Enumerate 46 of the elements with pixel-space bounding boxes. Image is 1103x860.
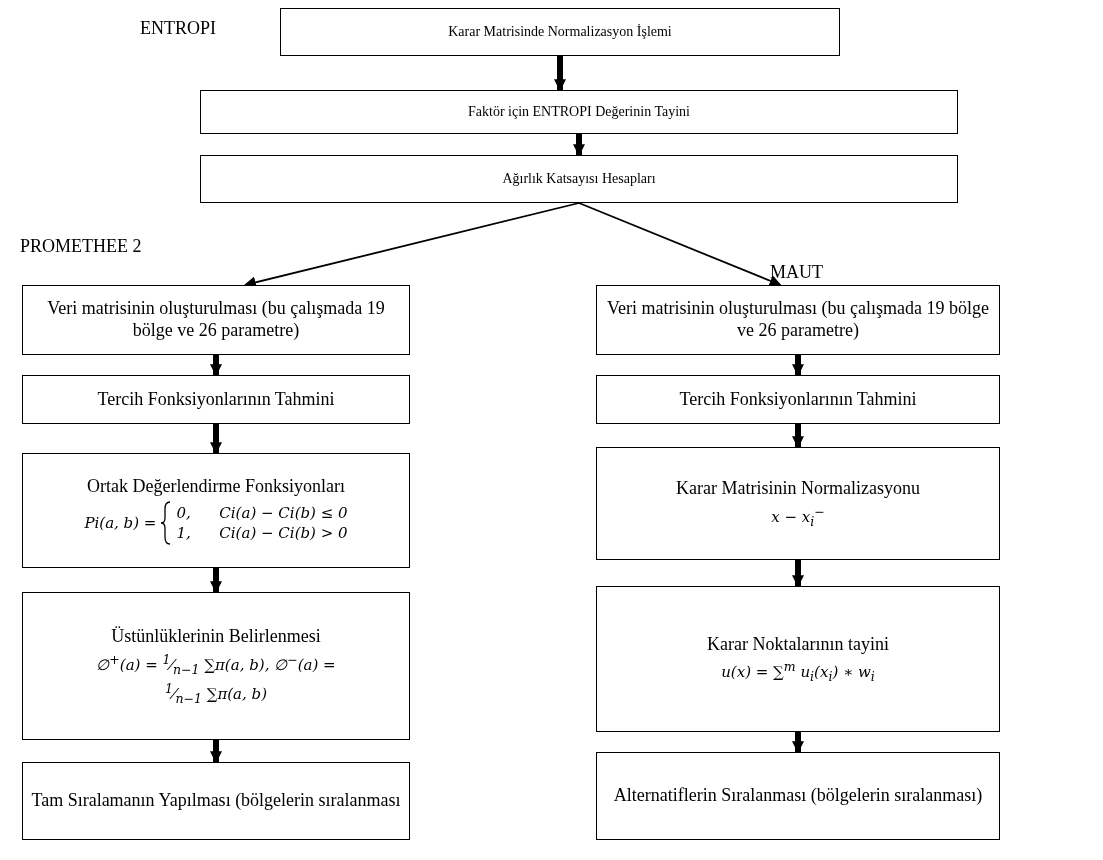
process-box (22, 453, 410, 568)
process-box (22, 375, 410, 424)
process-box (22, 592, 410, 740)
arrow (573, 134, 585, 157)
box-title: Tam Sıralamanın Yapılması (bölgelerin sıralanması (31, 790, 401, 812)
method-label: MAUT (770, 262, 823, 283)
formula-text: 0, Ci(a) − Ci(b) ≤ 0 (176, 504, 348, 523)
arrow (792, 355, 804, 377)
box-title: Tercih Fonksiyonlarının Tahmini (97, 388, 335, 411)
method-label: ENTROPI (140, 18, 216, 39)
arrow (792, 560, 804, 588)
process-box (596, 285, 1000, 355)
arrow (210, 740, 222, 764)
formula-text: u(x) = ∑$^{m}$ u$_{i}$(x$_{i}$) ∗ w$_{i}$ (721, 659, 875, 685)
arrow (554, 56, 566, 92)
method-label: PROMETHEE 2 (20, 236, 142, 257)
box-title: Üstünlüklerinin Belirlenmesi (111, 626, 321, 648)
box-title: Karar Matrisinde Normalizasyon İşlemi (448, 23, 672, 41)
formula-text: Pi(a, b) = (84, 514, 157, 533)
process-box (200, 155, 958, 203)
process-box (22, 762, 410, 840)
formula-text: $^{1}$⁄$_{n−1}$ ∑π(a, b) (164, 680, 268, 706)
box-title: Faktör için ENTROPI Değerinin Tayini (468, 103, 690, 121)
arrow (210, 424, 222, 455)
arrow (210, 568, 222, 594)
box-title: Alternatiflerin Sıralanması (bölgelerin sıralanması) (613, 785, 983, 807)
arrow (792, 732, 804, 754)
arrow (210, 355, 222, 377)
arrow (792, 424, 804, 449)
box-title: Veri matrisinin oluşturulması (bu çalışmada 19 bölge ve 26 parametre) (46, 298, 386, 342)
formula-text: ∅$^{+}$(a) = $^{1}$⁄$_{n−1}$ ∑π(a, b), ∅$^{−}$(a) = (96, 651, 336, 677)
box-title: Tercih Fonksiyonlarının Tahmini (679, 388, 917, 411)
process-box (596, 752, 1000, 840)
process-box (596, 447, 1000, 560)
arrow (578, 202, 782, 287)
box-title: Ağırlık Katsayısı Hesapları (502, 170, 656, 188)
box-title: Veri matrisinin oluşturulması (bu çalışmada 19 bölge ve 26 parametre) (606, 298, 990, 342)
process-box (280, 8, 840, 56)
formula-text: 1, Ci(a) − Ci(b) > 0 (176, 524, 348, 543)
process-box (200, 90, 958, 134)
process-box (596, 586, 1000, 732)
process-box (22, 285, 410, 355)
process-box (596, 375, 1000, 424)
box-title: Karar Matrisinin Normalizasyonu (676, 478, 920, 500)
box-title: Ortak Değerlendirme Fonksiyonları (87, 475, 345, 498)
box-title: Karar Noktalarının tayini (707, 633, 889, 656)
